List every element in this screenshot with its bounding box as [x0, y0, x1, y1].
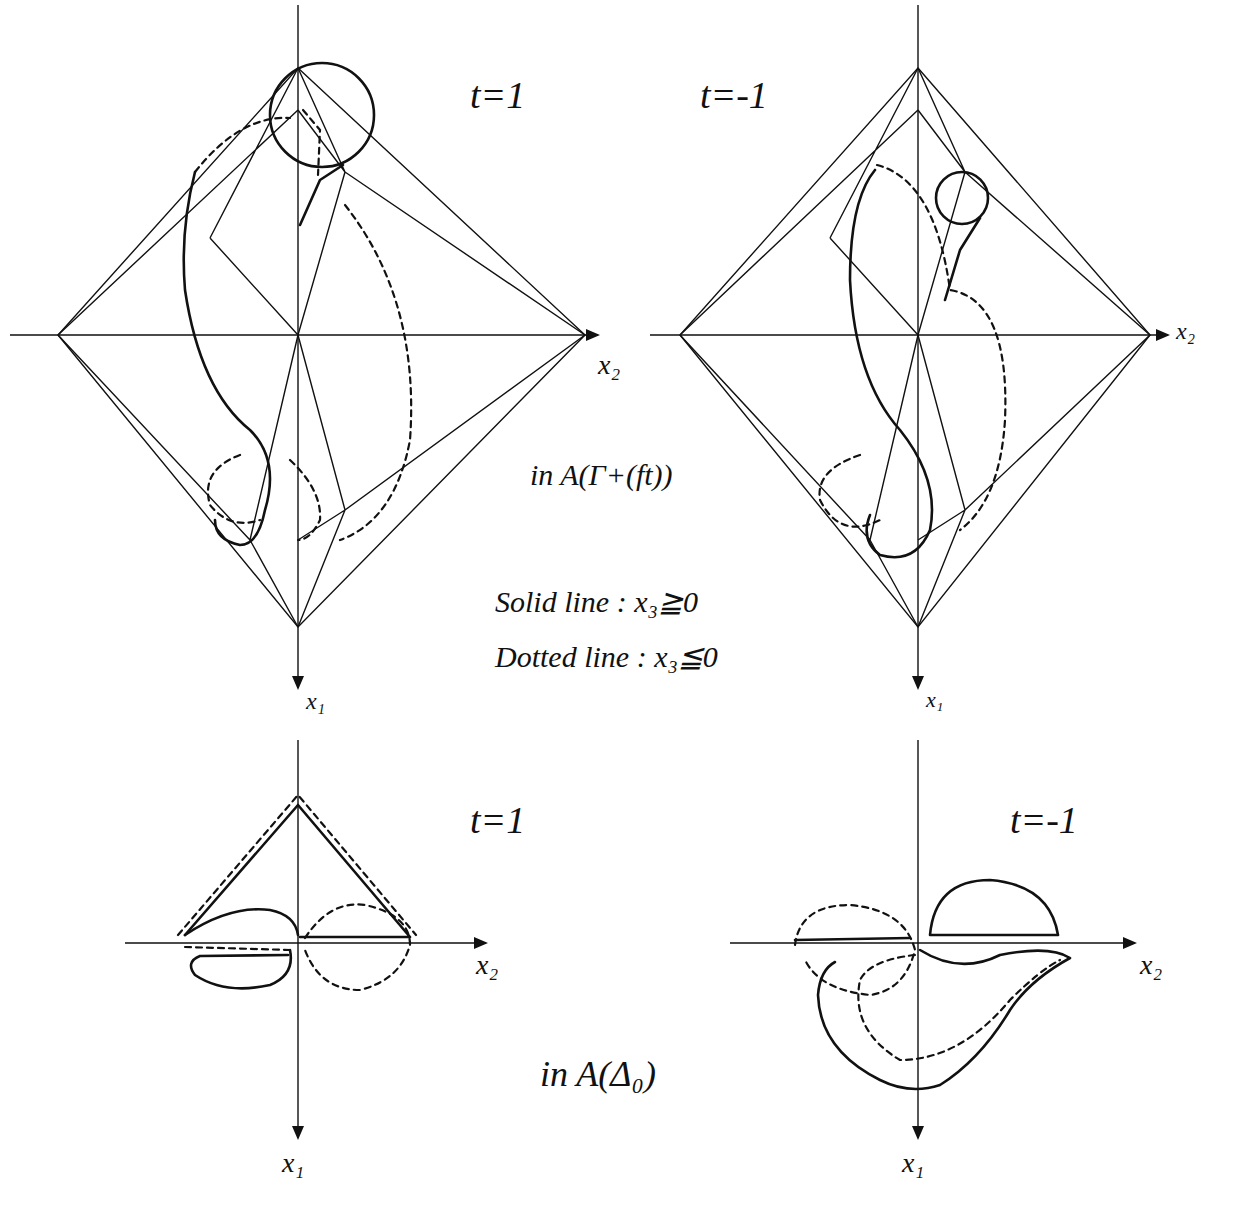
figure-label: x₁ [902, 1148, 924, 1179]
figure-label: x₁ [926, 688, 943, 712]
figure-label: in A(Γ+(ft)) [530, 458, 673, 491]
figure-label: x₂ [598, 350, 620, 381]
figure-label: t=1 [470, 75, 525, 117]
figure-label: Solid line : x₃≧0 [495, 585, 698, 618]
figure-label: x₁ [306, 688, 325, 714]
figure-label: in A(Δ₀) [540, 1055, 656, 1095]
figure-label: t=1 [470, 800, 525, 842]
polyhedron-t-1 [650, 5, 1170, 690]
figure-label: x₂ [1176, 318, 1195, 344]
plot-delta-t-1 [730, 740, 1137, 1140]
figure-label: t=-1 [700, 75, 768, 117]
figure-label: x₁ [282, 1148, 304, 1179]
plot-delta-t1 [125, 740, 488, 1140]
curves-t-1 [820, 165, 1006, 557]
figure-label: x₂ [1140, 950, 1162, 981]
figure-label: t=-1 [1010, 800, 1078, 842]
figure-label: x₂ [476, 950, 498, 981]
figure-label: Dotted line : x₃≦0 [495, 640, 718, 673]
curves-t1 [184, 63, 411, 545]
